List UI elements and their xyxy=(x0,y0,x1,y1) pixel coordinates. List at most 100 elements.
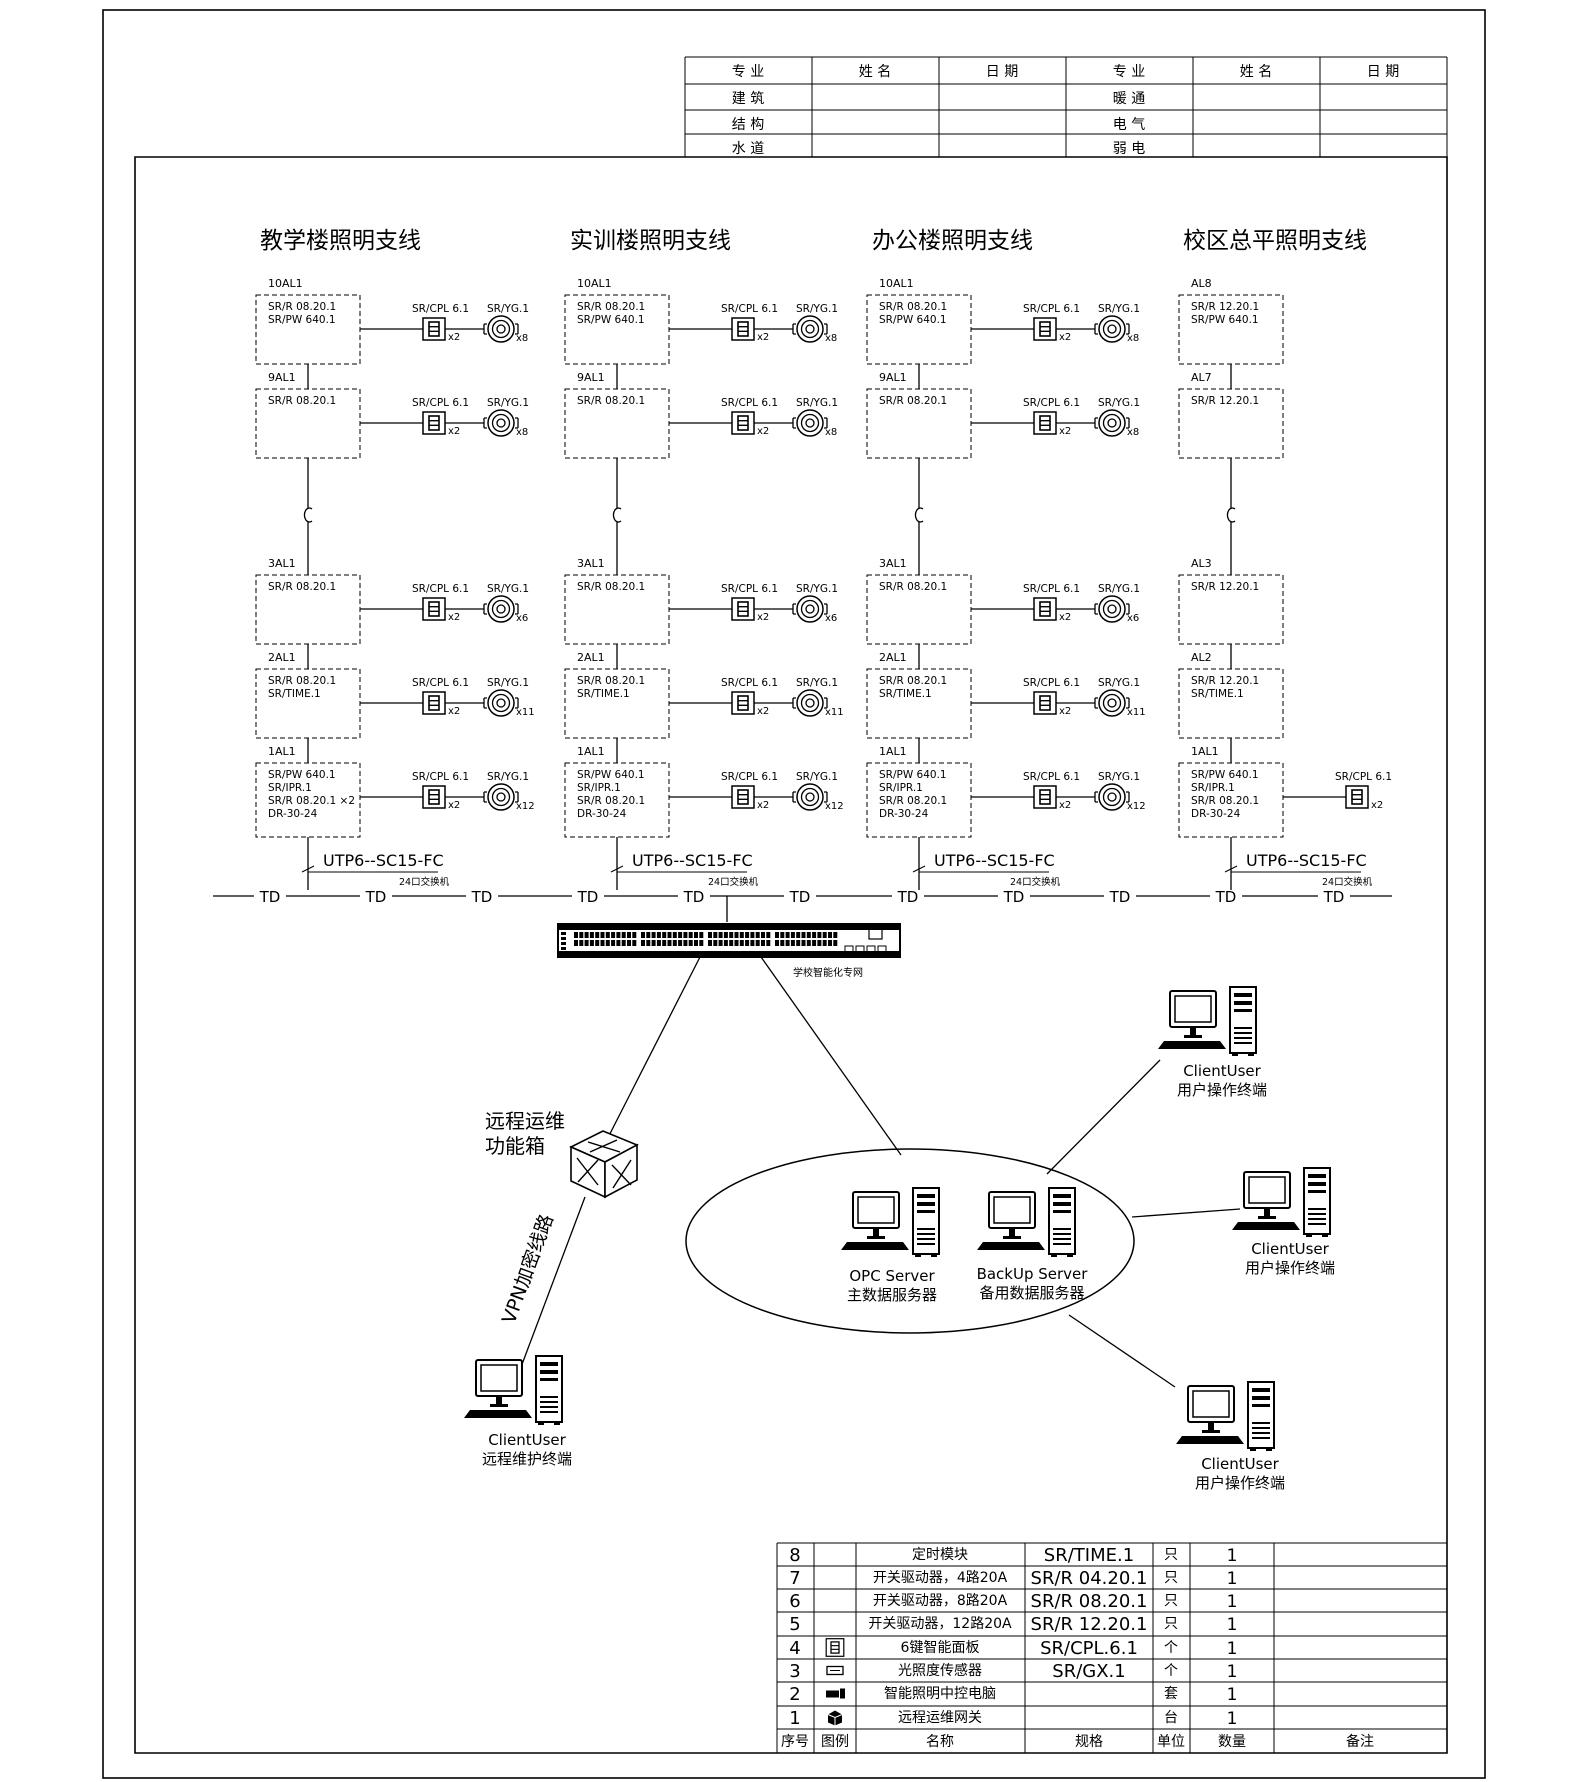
table-qty: 1 xyxy=(1227,1662,1238,1682)
distribution-box-line: DR-30-24 xyxy=(1191,808,1241,820)
panel-count: x2 xyxy=(448,332,460,343)
td-label: TD xyxy=(577,888,599,906)
panel-box-tag: AL8 xyxy=(1191,277,1212,290)
distribution-box-line: SR/R 08.20.1 xyxy=(879,301,947,313)
signoff-table: 专 业姓 名日 期专 业姓 名日 期建 筑暖 通结 构电 气水 道弱 电 xyxy=(684,56,1448,158)
td-label: TD xyxy=(471,888,493,906)
panel-count: x2 xyxy=(448,426,460,437)
distribution-box-line: SR/R 08.20.1 xyxy=(268,395,336,407)
light-sensor-icon xyxy=(483,409,519,437)
sensor-count: x12 xyxy=(1127,801,1146,812)
td-label: TD xyxy=(1003,888,1025,906)
sensor-label: SR/YG.1 xyxy=(487,303,529,315)
sensor-label: SR/YG.1 xyxy=(1098,583,1140,595)
table-qty: 1 xyxy=(1227,1592,1238,1612)
light-sensor-icon xyxy=(792,689,828,717)
distribution-box-line: SR/R 12.20.1 xyxy=(1191,301,1259,313)
panel-label: SR/CPL 6.1 xyxy=(412,583,469,595)
panel-label: SR/CPL 6.1 xyxy=(1023,397,1080,409)
switch-label: 24口交换机 xyxy=(1322,876,1373,888)
distribution-box-line: SR/PW 640.1 xyxy=(577,769,645,781)
distribution-box-line: SR/R 08.20.1 xyxy=(268,301,336,313)
panel-box-tag: 10AL1 xyxy=(577,277,612,290)
table-qty: 1 xyxy=(1227,1639,1238,1659)
light-sensor-icon xyxy=(483,783,519,811)
column-title: 实训楼照明支线 xyxy=(570,228,731,254)
table-name: 光照度传感器 xyxy=(898,1662,982,1679)
table-qty: 1 xyxy=(1227,1709,1238,1729)
panel-label: SR/CPL 6.1 xyxy=(412,677,469,689)
table-spec: SR/R 04.20.1 xyxy=(1031,1568,1148,1589)
light-sensor-icon xyxy=(1094,595,1130,623)
panel-box-tag: AL2 xyxy=(1191,651,1212,664)
distribution-box-line: SR/R 08.20.1 xyxy=(268,581,336,593)
cable-spec: UTP6--SC15-FC xyxy=(934,851,1055,870)
smart-panel-icon xyxy=(1033,691,1057,715)
link-to-server-group xyxy=(760,956,902,1156)
panel-box-tag: AL3 xyxy=(1191,557,1212,570)
table-no: 6 xyxy=(789,1591,800,1612)
remote-box-label: 远程运维 xyxy=(485,1109,565,1133)
sensor-label: SR/YG.1 xyxy=(796,583,838,595)
panel-box-tag: 9AL1 xyxy=(268,371,296,384)
distribution-box-line: SR/PW 640.1 xyxy=(577,314,645,326)
panel-box-tag: 3AL1 xyxy=(268,557,296,570)
table-unit: 台 xyxy=(1164,1710,1178,1726)
cable-spec: UTP6--SC15-FC xyxy=(632,851,753,870)
sensor-count: x8 xyxy=(1127,333,1139,344)
distribution-box-line: SR/R 08.20.1 xyxy=(879,795,947,807)
link-to-client-1 xyxy=(1046,1059,1161,1175)
distribution-box-line: SR/TIME.1 xyxy=(268,688,321,700)
workstation-icon xyxy=(463,1355,563,1426)
panel-count: x2 xyxy=(1059,612,1071,623)
sensor-label: SR/YG.1 xyxy=(796,397,838,409)
table-spec: SR/TIME.1 xyxy=(1044,1545,1134,1566)
vpn-link xyxy=(520,1196,586,1368)
panel-label: SR/CPL 6.1 xyxy=(1023,771,1080,783)
opc-server-icon xyxy=(840,1187,940,1258)
distribution-box-line: SR/R 08.20.1 xyxy=(879,675,947,687)
smart-panel-icon xyxy=(731,597,755,621)
light-sensor-icon xyxy=(1094,409,1130,437)
td-label: TD xyxy=(1323,888,1345,906)
distribution-box-line: SR/IPR.1 xyxy=(268,782,312,794)
server-name: BackUp Server xyxy=(977,1265,1089,1283)
table-name: 定时模块 xyxy=(912,1547,968,1563)
cable-tick xyxy=(301,865,315,873)
signoff-header: 姓 名 xyxy=(1240,64,1272,80)
smart-panel-icon xyxy=(731,411,755,435)
panel-label: SR/CPL 6.1 xyxy=(721,583,778,595)
client-name: ClientUser xyxy=(1201,1455,1279,1473)
table-header: 序号 xyxy=(781,1734,809,1750)
table-header: 规格 xyxy=(1075,1734,1103,1750)
distribution-box-line: SR/TIME.1 xyxy=(1191,688,1244,700)
distribution-box-line: SR/R 08.20.1 xyxy=(1191,795,1259,807)
sensor-label: SR/YG.1 xyxy=(796,771,838,783)
distribution-box-line: SR/R 12.20.1 xyxy=(1191,395,1259,407)
panel-count: x2 xyxy=(757,612,769,623)
light-sensor-icon xyxy=(792,595,828,623)
smart-panel-icon xyxy=(422,317,446,341)
table-unit: 只 xyxy=(1164,1547,1178,1563)
distribution-box-line: SR/TIME.1 xyxy=(577,688,630,700)
sensor-label: SR/YG.1 xyxy=(487,397,529,409)
distribution-box-line: SR/R 12.20.1 xyxy=(1191,581,1259,593)
sensor-count: x11 xyxy=(1127,707,1146,718)
panel-box-tag: 10AL1 xyxy=(879,277,914,290)
cable-tick xyxy=(1224,865,1238,873)
panel-count: x2 xyxy=(1059,706,1071,717)
cable-spec: UTP6--SC15-FC xyxy=(1246,851,1367,870)
panel-label: SR/CPL 6.1 xyxy=(1023,303,1080,315)
panel-box-tag: 2AL1 xyxy=(577,651,605,664)
signoff-header: 日 期 xyxy=(986,64,1018,80)
signoff-cell: 建 筑 xyxy=(732,91,764,107)
distribution-box-line: SR/PW 640.1 xyxy=(879,314,947,326)
distribution-box-line: SR/R 08.20.1 xyxy=(879,581,947,593)
sensor-label: SR/YG.1 xyxy=(487,771,529,783)
light-sensor-icon xyxy=(792,783,828,811)
cable-tick xyxy=(610,865,624,873)
